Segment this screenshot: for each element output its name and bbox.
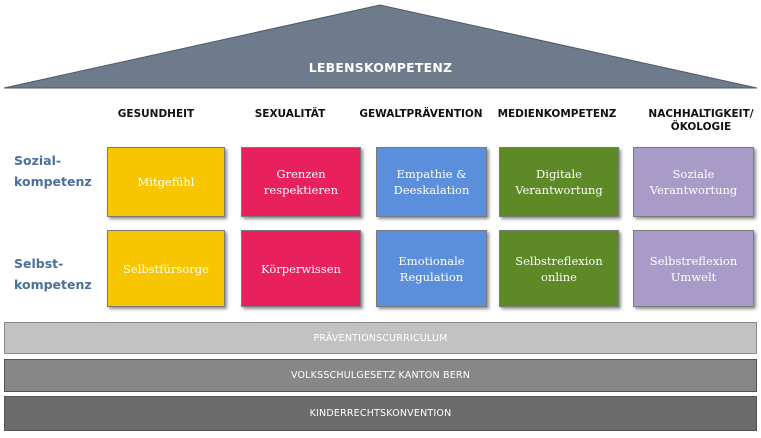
competence-cell: Empathie &Deeskalation — [376, 147, 487, 217]
roof-shape — [3, 4, 758, 89]
roof — [3, 4, 758, 89]
column-header: NACHHALTIGKEIT/ÖKOLOGIE — [648, 108, 754, 133]
foundation-band: KINDERRECHTSKONVENTION — [4, 396, 757, 431]
foundation-label: PRÄVENTIONSCURRICULUM — [313, 332, 448, 344]
column-header: MEDIENKOMPETENZ — [497, 108, 617, 120]
column-header: GEWALTPRÄVENTION — [359, 108, 483, 120]
foundation-label: VOLKSSCHULGESETZ KANTON BERN — [290, 370, 471, 381]
competence-cell: Körperwissen — [241, 230, 361, 307]
cell-label: Empathie &Deeskalation — [393, 167, 470, 197]
row-label: Selbst-kompetenz — [14, 256, 92, 292]
row-label: Sozial-kompetenz — [14, 153, 92, 189]
foundation-label: KINDERRECHTSKONVENTION — [309, 408, 452, 419]
column-header: SEXUALITÄT — [254, 108, 326, 120]
foundation-band: PRÄVENTIONSCURRICULUM — [4, 322, 757, 354]
roof-title: LEBENSKOMPETENZ — [308, 60, 453, 75]
competence-cell: Mitgefühl — [107, 147, 225, 217]
cell-label: Körperwissen — [261, 261, 341, 276]
cell-label: Selbstfürsorge — [123, 261, 209, 276]
cell-label: Mitgefühl — [137, 175, 195, 189]
foundation-band: VOLKSSCHULGESETZ KANTON BERN — [4, 359, 757, 392]
competence-cell: Selbstfürsorge — [107, 230, 225, 307]
column-header: GESUNDHEIT — [117, 108, 195, 120]
